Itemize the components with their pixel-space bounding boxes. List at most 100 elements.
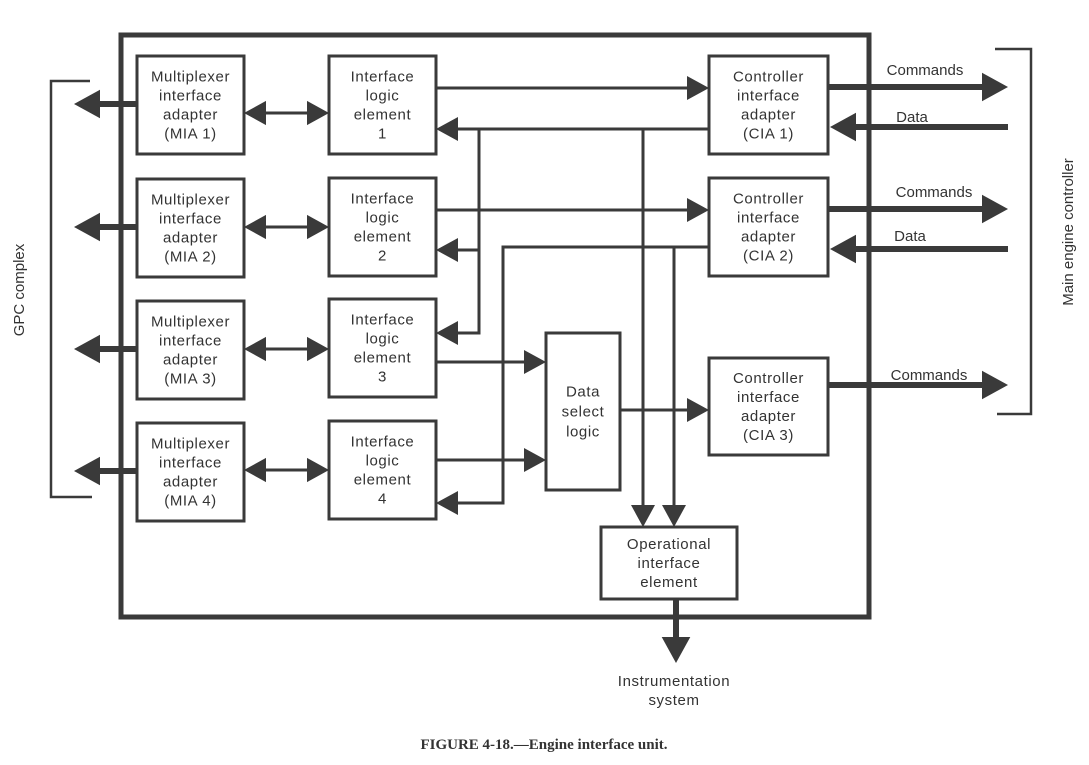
eiu-frame xyxy=(118,32,872,620)
cia-3-block-label-line2: interface xyxy=(737,389,800,406)
ile-1-block-label-line1: Interface xyxy=(351,69,415,86)
cia1-oie-arrowhead xyxy=(631,505,655,527)
dsl-cia3-arrowhead xyxy=(687,398,709,422)
ile1-cia1-arrowhead xyxy=(687,76,709,100)
mia-1-block-label-line4: (MIA 1) xyxy=(164,126,217,143)
ile-1-block-label-line4: 1 xyxy=(378,126,387,143)
cia1-data-label: Data xyxy=(896,109,928,126)
mia-2-block-label-line3: adapter xyxy=(163,230,218,247)
cia-2-block-label-line2: interface xyxy=(737,210,800,227)
cia-2-block-box xyxy=(707,176,830,278)
cia2-data-label: Data xyxy=(894,228,926,245)
ile-4-block-label-line3: element xyxy=(354,472,412,489)
operational-interface-element-block-label-line1: Operational xyxy=(627,536,711,553)
cia2-ile4-arrowhead xyxy=(436,491,458,515)
ile-2-block-label-line3: element xyxy=(354,229,412,246)
cia2-commands-label: Commands xyxy=(896,184,973,201)
cia-1-block-label-line2: interface xyxy=(737,88,800,105)
mia1-ile-arrowhead-left xyxy=(244,100,266,126)
cia-3-block-box xyxy=(707,356,830,457)
gpc-complex-label: GPC complex xyxy=(11,243,28,336)
ile-3-block-label-line4: 3 xyxy=(378,369,387,386)
mia-4-block-label-line4: (MIA 4) xyxy=(164,493,217,510)
cia-3-block-label-line1: Controller xyxy=(733,370,804,387)
mia2-ile-arrowhead-left xyxy=(244,214,266,240)
mia4-gpc-arrowhead xyxy=(74,456,100,486)
cia-2-block-label-line4: (CIA 2) xyxy=(743,248,794,265)
cia-1-block-label-line4: (CIA 1) xyxy=(743,126,794,143)
cia-2-block-label-line3: adapter xyxy=(741,229,796,246)
cia1-commands-arrowhead xyxy=(982,72,1008,102)
mia-1-block-label-line3: adapter xyxy=(163,107,218,124)
mia-3-block-label-line4: (MIA 3) xyxy=(164,371,217,388)
mia1-ile-arrowhead-right xyxy=(307,100,329,126)
cia2-oie-arrowhead xyxy=(662,505,686,527)
cia2-commands-arrowhead xyxy=(982,194,1008,224)
ile-1-block-box xyxy=(327,54,438,156)
mia-4-block-label-line2: interface xyxy=(159,455,222,472)
mia3-ile-arrowhead-right xyxy=(307,336,329,362)
gpc-complex-bracket xyxy=(49,79,92,499)
mia-3-block-label-line3: adapter xyxy=(163,352,218,369)
operational-interface-element-block: Operational interface element xyxy=(599,525,739,601)
mia-2-block-label-line4: (MIA 2) xyxy=(164,249,217,266)
instrumentation-label-line1: Instrumentation xyxy=(618,673,730,690)
ile3-dsl-arrowhead xyxy=(524,350,546,374)
cia-3-block-label-line4: (CIA 3) xyxy=(743,427,794,444)
mia-4-block-label-line1: Multiplexer xyxy=(151,436,230,453)
cia-1-block-label-line3: adapter xyxy=(741,107,796,124)
cia2-data-arrowhead xyxy=(830,234,856,264)
ile-3-block-label-line1: Interface xyxy=(351,312,415,329)
cia-1-block-label-line1: Controller xyxy=(733,69,804,86)
ile-4-block-label-line4: 4 xyxy=(378,491,387,508)
data-select-logic-block-label-line3: logic xyxy=(566,424,600,441)
data-select-logic-block: Data select logic xyxy=(544,331,622,492)
mia-3-block-label-line1: Multiplexer xyxy=(151,314,230,331)
mia-4-block-label-line3: adapter xyxy=(163,474,218,491)
mia4-ile-arrowhead-left xyxy=(244,457,266,483)
ile4-dsl-arrowhead xyxy=(524,448,546,472)
mia-3-block-box xyxy=(135,299,246,401)
mia-4-block-box xyxy=(135,421,246,523)
mec-label: Main engine controller xyxy=(1060,158,1077,306)
cia3-commands-label: Commands xyxy=(891,367,968,384)
mia2-ile-arrowhead-right xyxy=(307,214,329,240)
operational-interface-element-block-label-line2: interface xyxy=(638,555,701,572)
mia-1-block-label-line2: interface xyxy=(159,88,222,105)
mia2-gpc-arrowhead xyxy=(74,212,100,242)
cia1-data-arrowhead xyxy=(830,112,856,142)
cia-1-block-box xyxy=(707,54,830,156)
ile-4-block-label-line2: logic xyxy=(366,453,400,470)
connections xyxy=(74,72,1008,663)
mia-1-block-label-line1: Multiplexer xyxy=(151,69,230,86)
ile-1-block-label-line3: element xyxy=(354,107,412,124)
cia1-return-ile3 xyxy=(458,129,481,335)
ile2-cia2-arrowhead xyxy=(687,198,709,222)
cia1-ile3-arrowhead xyxy=(436,321,458,345)
cia-3-block-label-line3: adapter xyxy=(741,408,796,425)
ile-2-block-label-line1: Interface xyxy=(351,191,415,208)
operational-interface-element-block-label-line3: element xyxy=(640,574,698,591)
operational-interface-element-block-box xyxy=(599,525,739,601)
figure-caption: FIGURE 4-18.—Engine interface unit. xyxy=(420,737,667,753)
mia1-gpc-arrowhead xyxy=(74,89,100,119)
mia-1-block: Multiplexer interface adapter (MIA 1) xyxy=(135,54,246,156)
ile-2-block-box xyxy=(327,176,438,278)
oie-instrumentation-arrowhead xyxy=(661,637,691,663)
mia4-ile-arrowhead-right xyxy=(307,457,329,483)
ile-3-block-box xyxy=(327,297,438,399)
mia3-gpc-arrowhead xyxy=(74,334,100,364)
data-select-logic-block-label-line1: Data xyxy=(566,384,600,401)
mia-2-block-label-line2: interface xyxy=(159,211,222,228)
cia1-commands-label: Commands xyxy=(887,62,964,79)
instrumentation-label-line2: system xyxy=(648,692,699,709)
data-select-logic-block-label-line2: select xyxy=(562,404,605,421)
mec-bracket xyxy=(995,47,1033,416)
